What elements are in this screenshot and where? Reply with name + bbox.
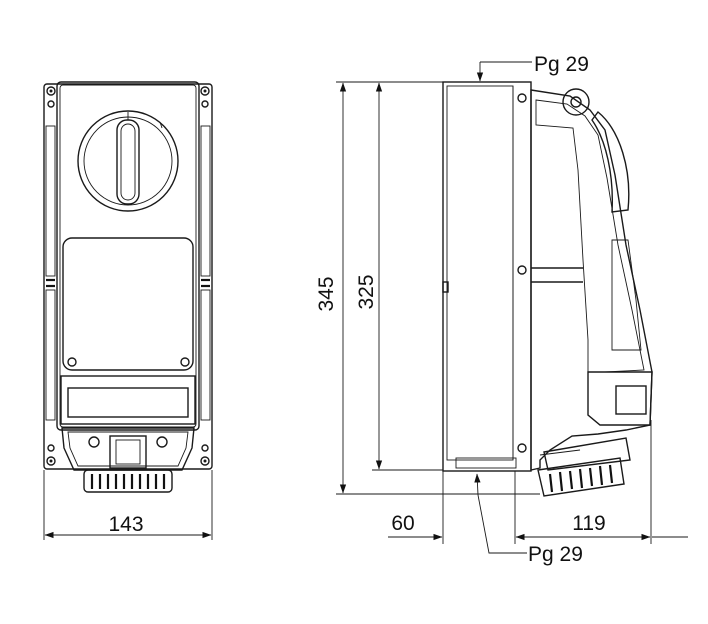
front-view: 143 [43,81,213,540]
enclosure-body [56,81,200,431]
depth-dimension-label: 119 [572,512,605,535]
bottom-gland-label: Pg 29 [528,543,583,566]
socket-outlet [61,427,195,493]
side-cover [530,88,653,497]
rotary-switch [77,110,179,212]
offset-dimension-label: 60 [391,512,414,535]
corner-screws [46,86,210,466]
width-dimension-label: 143 [108,513,143,536]
inner-height-label: 325 [355,274,378,309]
lower-label [67,387,189,418]
mounting-plate [43,83,213,470]
side-view: 345 325 60 119 Pg 29 Pg 29 [315,53,688,566]
label-window [62,237,194,371]
overall-height-label: 345 [315,276,338,311]
side-enclosure [442,81,532,472]
bottom-gland-leader [477,494,527,554]
top-gland-label: Pg 29 [534,53,589,76]
